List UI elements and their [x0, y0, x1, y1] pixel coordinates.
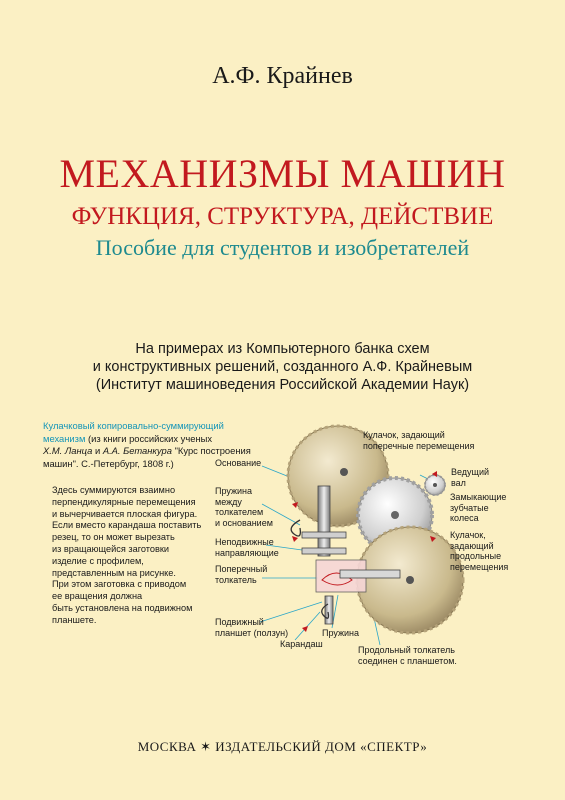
label-drive-shaft: Ведущий вал [451, 467, 489, 488]
description: Здесь суммируются взаимно перпендикулярн… [52, 485, 237, 627]
description-line: представленным на рисунке. [52, 567, 176, 578]
intro-line: и конструктивных решений, созданного А.Ф… [92, 359, 473, 375]
caption-author: Х.М. Ланца [43, 445, 93, 456]
label-line: задающий [450, 540, 494, 551]
label-base: Основание [215, 458, 262, 468]
label-line: колеса [450, 513, 479, 523]
caption-text: и [92, 445, 103, 456]
drive-shaft-gear [424, 474, 446, 496]
description-line: При этом заготовка с приводом [52, 579, 187, 590]
description-line: ее вращения должна [52, 591, 143, 602]
caption-text: машин". [43, 457, 79, 469]
label-line: соединен с планшетом. [358, 655, 457, 666]
caption-line: Кулачковый копировально-суммирующий [43, 420, 224, 431]
description-line: перпендикулярные перемещения [52, 496, 196, 507]
figure-caption: Кулачковый копировально-суммирующий меха… [43, 420, 273, 470]
label-spring: Пружина [322, 628, 359, 638]
label-line: и основанием [215, 517, 273, 528]
label-pencil: Карандаш [280, 639, 323, 649]
description-line: изделие с профилем, [52, 555, 144, 566]
caption-text: (из книги российских ученых [85, 432, 213, 444]
label-line: толкателем [215, 507, 264, 517]
label-line: Ведущий [451, 467, 490, 477]
description-line: из вращающейся заготовки [52, 543, 170, 554]
label-spring-between: Пружина между толкателем и основанием [215, 486, 273, 528]
mechanism-frame [290, 485, 401, 625]
label-line: Замыкающие [450, 492, 507, 502]
book-audience: Пособие для студентов и изобретателей [95, 235, 470, 260]
intro-text: На примерах из Компьютерного банка схем … [0, 340, 565, 394]
author: А.Ф. Крайнев [212, 63, 353, 89]
label-movable-plate: Подвижный планшет (ползун) [215, 617, 288, 638]
intro-line: На примерах из Компьютерного банка схем [135, 341, 430, 357]
description-line: и вычерчивается плоская фигура. [52, 508, 198, 519]
label-longitudinal-cam: Кулачок, задающий продольные перемещения [450, 530, 508, 572]
label-transverse-pusher: Поперечный толкатель [215, 564, 267, 585]
label-line: Кулачок, [450, 530, 486, 540]
label-line: Пружина [215, 486, 252, 496]
intro-line: (Институт машиноведения Российской Акаде… [95, 377, 470, 393]
caption-text: С.-Петербург, 1808 г.) [78, 457, 174, 469]
label-line: вал [451, 477, 466, 488]
label-line: перемещения [450, 561, 509, 572]
label-line: Неподвижные [215, 537, 274, 547]
book-title: МЕХАНИЗМЫ МАШИН [59, 151, 506, 196]
motion-arrows [292, 471, 437, 632]
label-line: Продольный толкатель [358, 645, 455, 655]
label-line: направляющие [215, 547, 279, 558]
label-line: зубчатые [450, 502, 489, 513]
label-longitudinal-pusher: Продольный толкатель соединен с планшето… [358, 645, 457, 666]
label-fixed-guides: Неподвижные направляющие [215, 537, 279, 558]
publisher: МОСКВА ✶ ИЗДАТЕЛЬСКИЙ ДОМ «СПЕКТР» [137, 739, 428, 754]
label-line: между [215, 496, 242, 507]
label-transverse-cam: Кулачок, задающий поперечные перемещения [363, 430, 474, 451]
book-subtitle: ФУНКЦИЯ, СТРУКТУРА, ДЕЙСТВИЕ [71, 203, 494, 230]
description-line: планшете. [52, 614, 97, 625]
longitudinal-cam [355, 525, 465, 635]
caption-text: "Курс построения [171, 445, 251, 456]
label-line: толкатель [215, 574, 257, 585]
label-line: поперечные перемещения [363, 440, 475, 451]
description-line: Если вместо карандаша поставить [52, 520, 202, 531]
label-closing-gears: Замыкающие зубчатые колеса [450, 492, 506, 524]
caption-author: А.А. Бетанкура [102, 445, 172, 456]
description-line: быть установлена на подвижном [52, 602, 193, 613]
label-line: продольные [450, 551, 502, 561]
label-line: планшет (ползун) [215, 627, 289, 638]
label-line: Поперечный [215, 564, 268, 574]
label-line: Кулачок, задающий [363, 430, 445, 440]
caption-term: механизм [43, 432, 86, 444]
description-line: резец, то он может вырезать [52, 532, 175, 543]
description-line: Здесь суммируются взаимно [52, 485, 176, 495]
label-line: Подвижный [215, 617, 264, 627]
